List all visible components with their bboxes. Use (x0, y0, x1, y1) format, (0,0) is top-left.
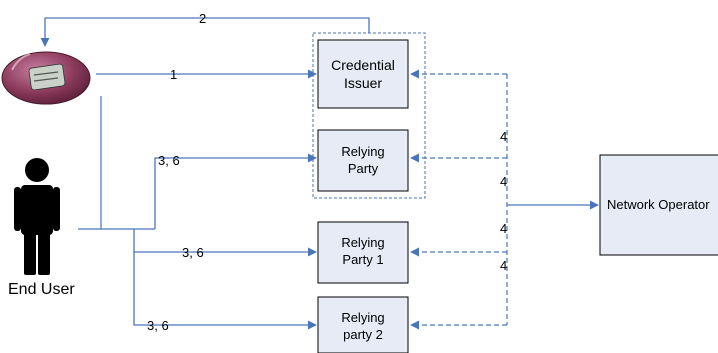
relying-party-1-label-2: Party 1 (342, 252, 383, 267)
relying-party-label-1: Relying (341, 144, 384, 159)
credential-issuer-label-1: Credential (331, 57, 395, 73)
end-user-icon (14, 158, 60, 275)
edge-label-3-6-b: 3, 6 (182, 245, 204, 260)
edge-label-4-c: 4 (500, 221, 507, 236)
network-operator-label: Network Operator (607, 197, 710, 212)
network-operator-node: Network Operator (599, 154, 718, 256)
edge-issuer-to-token (40, 17, 370, 47)
relying-party-2-node: Relying party 2 (317, 296, 409, 353)
relying-party-node: Relying Party (317, 129, 409, 192)
edge-user-to-relying-party-1 (133, 229, 317, 257)
credential-issuer-node: Credential Issuer (317, 39, 409, 109)
relying-party-1-node: Relying Party 1 (317, 221, 409, 284)
edge-label-2: 2 (199, 11, 206, 26)
edge-label-3-6-c: 3, 6 (147, 318, 169, 333)
relying-party-label-2: Party (348, 161, 379, 176)
edge-label-4-a: 4 (500, 129, 507, 144)
security-token-icon (1, 51, 91, 105)
edge-label-4-b: 4 (500, 174, 507, 189)
edge-label-1: 1 (170, 67, 177, 82)
edge-user-to-relying-party (154, 153, 317, 229)
relying-party-2-label-2: party 2 (343, 327, 383, 342)
edge-label-3-6-a: 3, 6 (158, 153, 180, 168)
credential-issuer-label-2: Issuer (344, 75, 382, 91)
edge-label-4-d: 4 (500, 258, 507, 273)
relying-party-1-label-1: Relying (341, 235, 384, 250)
edge-user-to-relying-party-2 (133, 252, 317, 330)
end-user-label: End User (8, 281, 75, 298)
relying-party-2-label-1: Relying (341, 310, 384, 325)
